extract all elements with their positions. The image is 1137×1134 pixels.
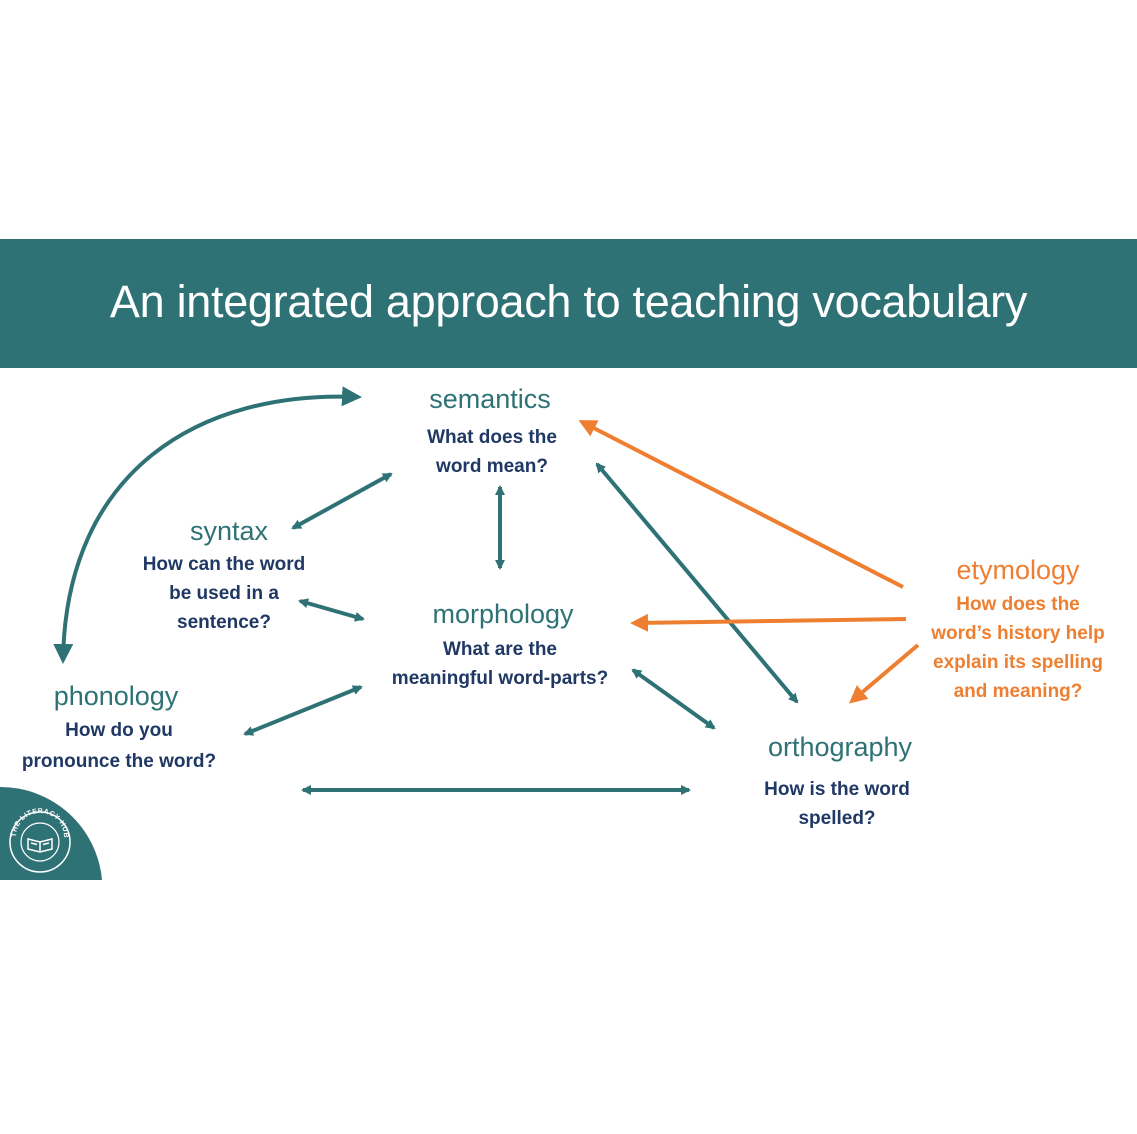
semantics-question: What does the word mean? xyxy=(427,427,557,477)
morphology-question: What are the meaningful word-parts? xyxy=(391,639,609,689)
page-title: An integrated approach to teaching vocab… xyxy=(109,276,1028,327)
etymology-term: etymology xyxy=(956,555,1080,585)
syntax-term: syntax xyxy=(189,516,269,546)
arrow-syntax-semantics xyxy=(291,472,393,530)
orthography-term: orthography xyxy=(767,732,913,762)
title-banner: An integrated approach to teaching vocab… xyxy=(0,239,1137,368)
arrow-etymology-orthography xyxy=(848,643,920,704)
phonology-term: phonology xyxy=(53,681,179,711)
morphology-term: morphology xyxy=(432,599,574,629)
arrow-morphology-orthography xyxy=(631,668,716,730)
open-book-icon xyxy=(27,838,53,853)
orthography-question: How is the word spelled? xyxy=(764,779,910,829)
literacy-hub-logo: THE LITERACY HUB xyxy=(0,787,102,880)
etymology-question: How does the word’s history help explain… xyxy=(931,594,1105,702)
syntax-question: How can the word be used in a sentence? xyxy=(142,554,306,633)
semantics-term: semantics xyxy=(429,384,551,414)
arrow-phonology-semantics xyxy=(53,386,362,664)
arrow-semantics-orthography xyxy=(595,462,799,704)
arrow-phonology-morphology xyxy=(243,685,363,736)
phonology-question: How do you pronounce the word? xyxy=(21,720,217,772)
arrow-etymology-morphology xyxy=(630,613,907,632)
arrow-etymology-semantics xyxy=(578,420,904,589)
arrow-syntax-morphology xyxy=(298,598,365,622)
